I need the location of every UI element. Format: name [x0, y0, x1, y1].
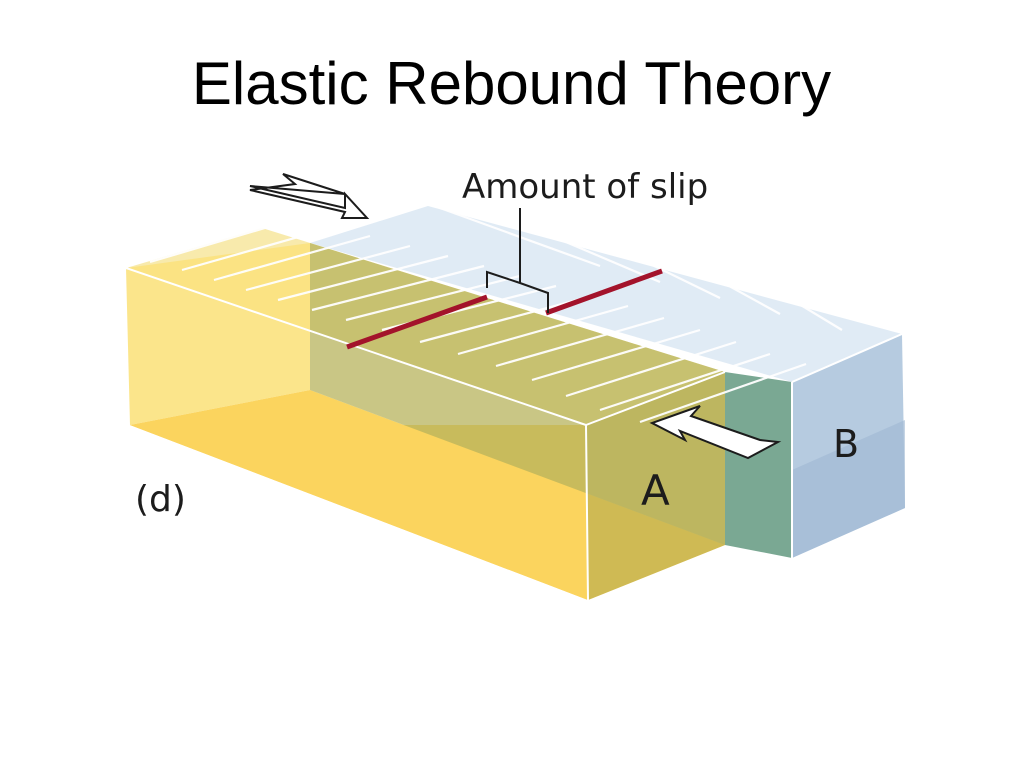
- panel-label: (d): [135, 479, 186, 520]
- slip-label: Amount of slip: [462, 167, 708, 207]
- block-a-overlap-face: [310, 243, 725, 545]
- block-b-lower-shade: [792, 420, 905, 558]
- block-a-left-face: [126, 243, 310, 425]
- slide-title: Elastic Rebound Theory: [191, 50, 832, 117]
- motion-arrow-bottom-right: [649, 405, 782, 460]
- block-b-label: B: [833, 422, 859, 466]
- fault-face: [725, 372, 792, 558]
- block-a-label: A: [641, 466, 670, 515]
- block-b-top-face: [310, 206, 902, 382]
- block-a-front-face-lower: [130, 390, 725, 600]
- reference-line-block-b: [545, 268, 663, 316]
- block-edges: [125, 267, 903, 601]
- top-grid-lines: [149, 206, 843, 424]
- motion-arrow-top-left: [249, 173, 370, 219]
- reference-line-block-a: [346, 294, 488, 350]
